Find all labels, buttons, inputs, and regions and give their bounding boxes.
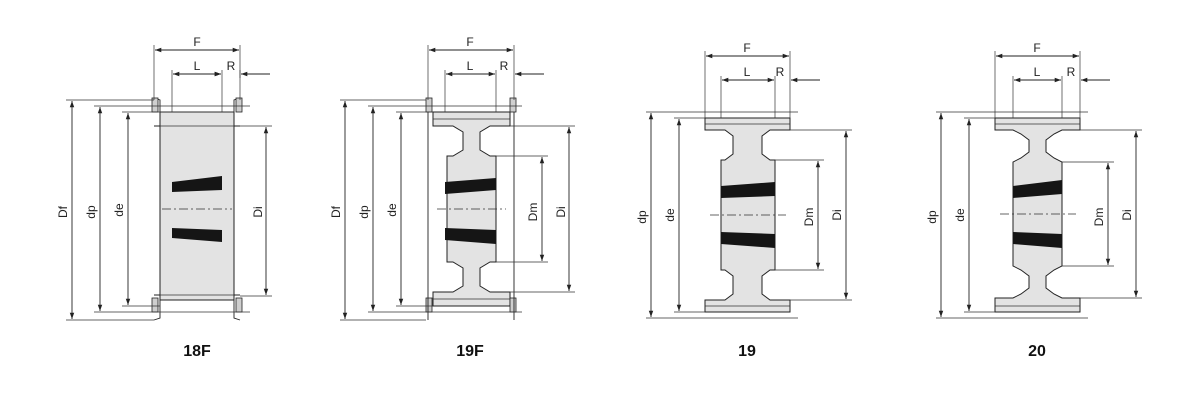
keyway-bottom bbox=[445, 228, 496, 244]
label-Di: Di bbox=[1120, 209, 1134, 220]
label-R: R bbox=[776, 65, 785, 79]
keyway-bottom bbox=[1013, 232, 1062, 248]
caption-19F: 19F bbox=[456, 343, 484, 360]
keyway-bottom bbox=[172, 228, 222, 242]
label-F: F bbox=[193, 35, 200, 49]
label-R: R bbox=[227, 59, 236, 73]
label-Dm: Dm bbox=[526, 203, 540, 222]
label-R: R bbox=[1067, 65, 1076, 79]
label-F: F bbox=[743, 41, 750, 55]
label-Di: Di bbox=[251, 206, 265, 217]
label-L: L bbox=[1034, 65, 1041, 79]
caption-19: 19 bbox=[738, 343, 756, 360]
label-L: L bbox=[467, 59, 474, 73]
label-L: L bbox=[194, 59, 201, 73]
keyway-top bbox=[721, 182, 775, 198]
caption-18F: 18F bbox=[183, 343, 211, 360]
label-dp: dp bbox=[357, 205, 371, 219]
label-Df: Df bbox=[56, 205, 70, 218]
keyway-top bbox=[445, 178, 496, 194]
label-dp: dp bbox=[925, 210, 939, 224]
label-F: F bbox=[466, 35, 473, 49]
label-Dm: Dm bbox=[1092, 208, 1106, 227]
label-de: de bbox=[385, 203, 399, 217]
pulley-body bbox=[994, 117, 1081, 313]
pulley-19F: F L R Df dp de Dm Di 19F bbox=[329, 35, 575, 360]
label-dp: dp bbox=[635, 210, 649, 224]
label-Df: Df bbox=[329, 205, 343, 218]
keyway-top bbox=[172, 176, 222, 192]
label-Di: Di bbox=[830, 209, 844, 220]
label-F: F bbox=[1033, 41, 1040, 55]
pulley-19: F L R dp de Dm Di 19 bbox=[635, 41, 852, 360]
caption-20: 20 bbox=[1028, 343, 1046, 360]
label-R: R bbox=[500, 59, 509, 73]
label-Di: Di bbox=[554, 206, 568, 217]
flange-bottom bbox=[153, 294, 241, 321]
pulley-body bbox=[159, 111, 235, 301]
pulley-18F: F L R Df dp de Di 18F bbox=[56, 35, 272, 360]
label-de: de bbox=[663, 208, 677, 222]
pulley-20: F L R dp de Dm Di 20 bbox=[925, 41, 1142, 360]
label-L: L bbox=[744, 65, 751, 79]
keyway-top bbox=[1013, 180, 1062, 198]
label-Dm: Dm bbox=[802, 208, 816, 227]
label-de: de bbox=[953, 208, 967, 222]
label-dp: dp bbox=[84, 205, 98, 219]
keyway-bottom bbox=[721, 232, 775, 248]
label-de: de bbox=[112, 203, 126, 217]
